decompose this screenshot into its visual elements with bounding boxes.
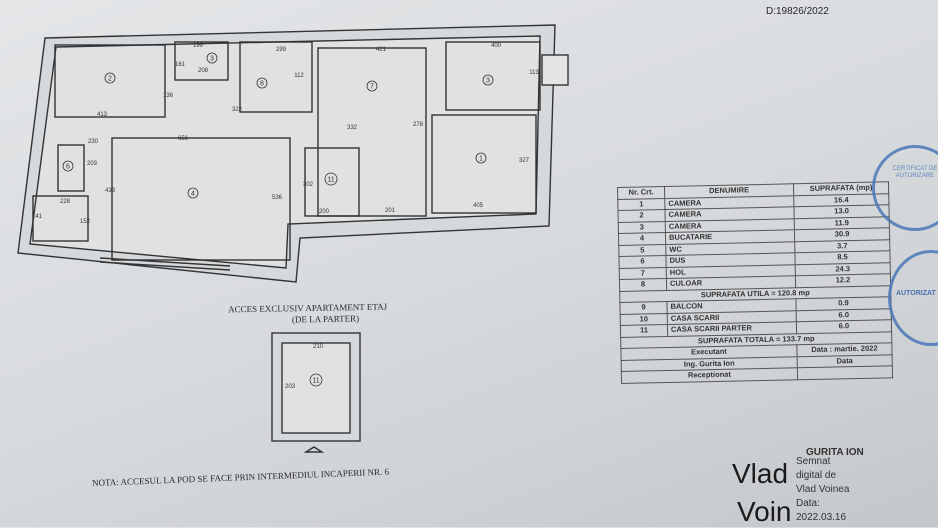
room-3: [174, 41, 229, 81]
dimension: 201: [385, 208, 396, 214]
document-number: D:19826/2022: [766, 6, 829, 17]
room-1: [431, 114, 537, 214]
dimension: 400: [491, 43, 502, 49]
dimension: 405: [473, 203, 484, 209]
room-label: 4: [191, 191, 195, 198]
room-4: [111, 137, 291, 261]
dimension: 203: [87, 161, 98, 167]
dimension: 302: [303, 182, 314, 188]
room-5: [32, 195, 89, 242]
digital-signature-text: Semnat digital de Vlad Voinea Data: 2022…: [796, 456, 850, 523]
dimension: 210: [313, 344, 324, 350]
dimension: 141: [32, 214, 43, 220]
room-6: [57, 144, 85, 192]
dimension: 433: [105, 188, 116, 194]
dimension: 278: [413, 122, 424, 128]
dimension: 230: [88, 139, 99, 145]
signature-line-1: Vlad: [732, 458, 789, 489]
room-label: 1: [479, 156, 483, 163]
room-label: 3: [486, 78, 490, 85]
room-label: 3: [210, 56, 214, 63]
room-label: 11: [312, 378, 319, 385]
dimension: 413: [97, 112, 108, 118]
dimension: 536: [272, 195, 283, 201]
dimension: 327: [519, 158, 530, 164]
room-label: 11: [327, 177, 334, 184]
dimension: 228: [60, 199, 71, 205]
room-label: 8: [260, 81, 264, 88]
dimension: 421: [376, 47, 387, 53]
dimension: 152: [80, 219, 91, 225]
dimension: 208: [198, 68, 209, 74]
room-7: [317, 47, 427, 217]
room-11: [304, 147, 360, 217]
signature-line-2: Voin: [737, 496, 792, 527]
dimension: 199: [193, 43, 204, 49]
balcony: [541, 54, 569, 86]
signer-name: GURITA ION: [806, 447, 864, 458]
room-label: 6: [66, 164, 70, 171]
certification-stamp: CERTIFICAT DE AUTORIZARE: [872, 145, 938, 231]
room-8: [239, 41, 313, 113]
dimension: 112: [294, 73, 304, 79]
dimension: 332: [347, 125, 358, 131]
access-subtitle: (DE LA PARTER): [291, 313, 360, 325]
room-label: 7: [370, 84, 374, 91]
dimension: 322: [232, 107, 243, 113]
inner-wall: [29, 35, 541, 269]
dimension: 203: [285, 384, 296, 390]
dimension: 299: [276, 47, 287, 53]
dimension: 161: [175, 62, 186, 68]
dimension: 200: [319, 209, 330, 215]
dimension: 113: [529, 70, 539, 76]
room-label: 2: [108, 76, 112, 83]
room-2: [54, 44, 166, 118]
dimension: 136: [163, 93, 174, 99]
room-3b: [445, 41, 541, 111]
dimension: 656: [178, 136, 189, 142]
